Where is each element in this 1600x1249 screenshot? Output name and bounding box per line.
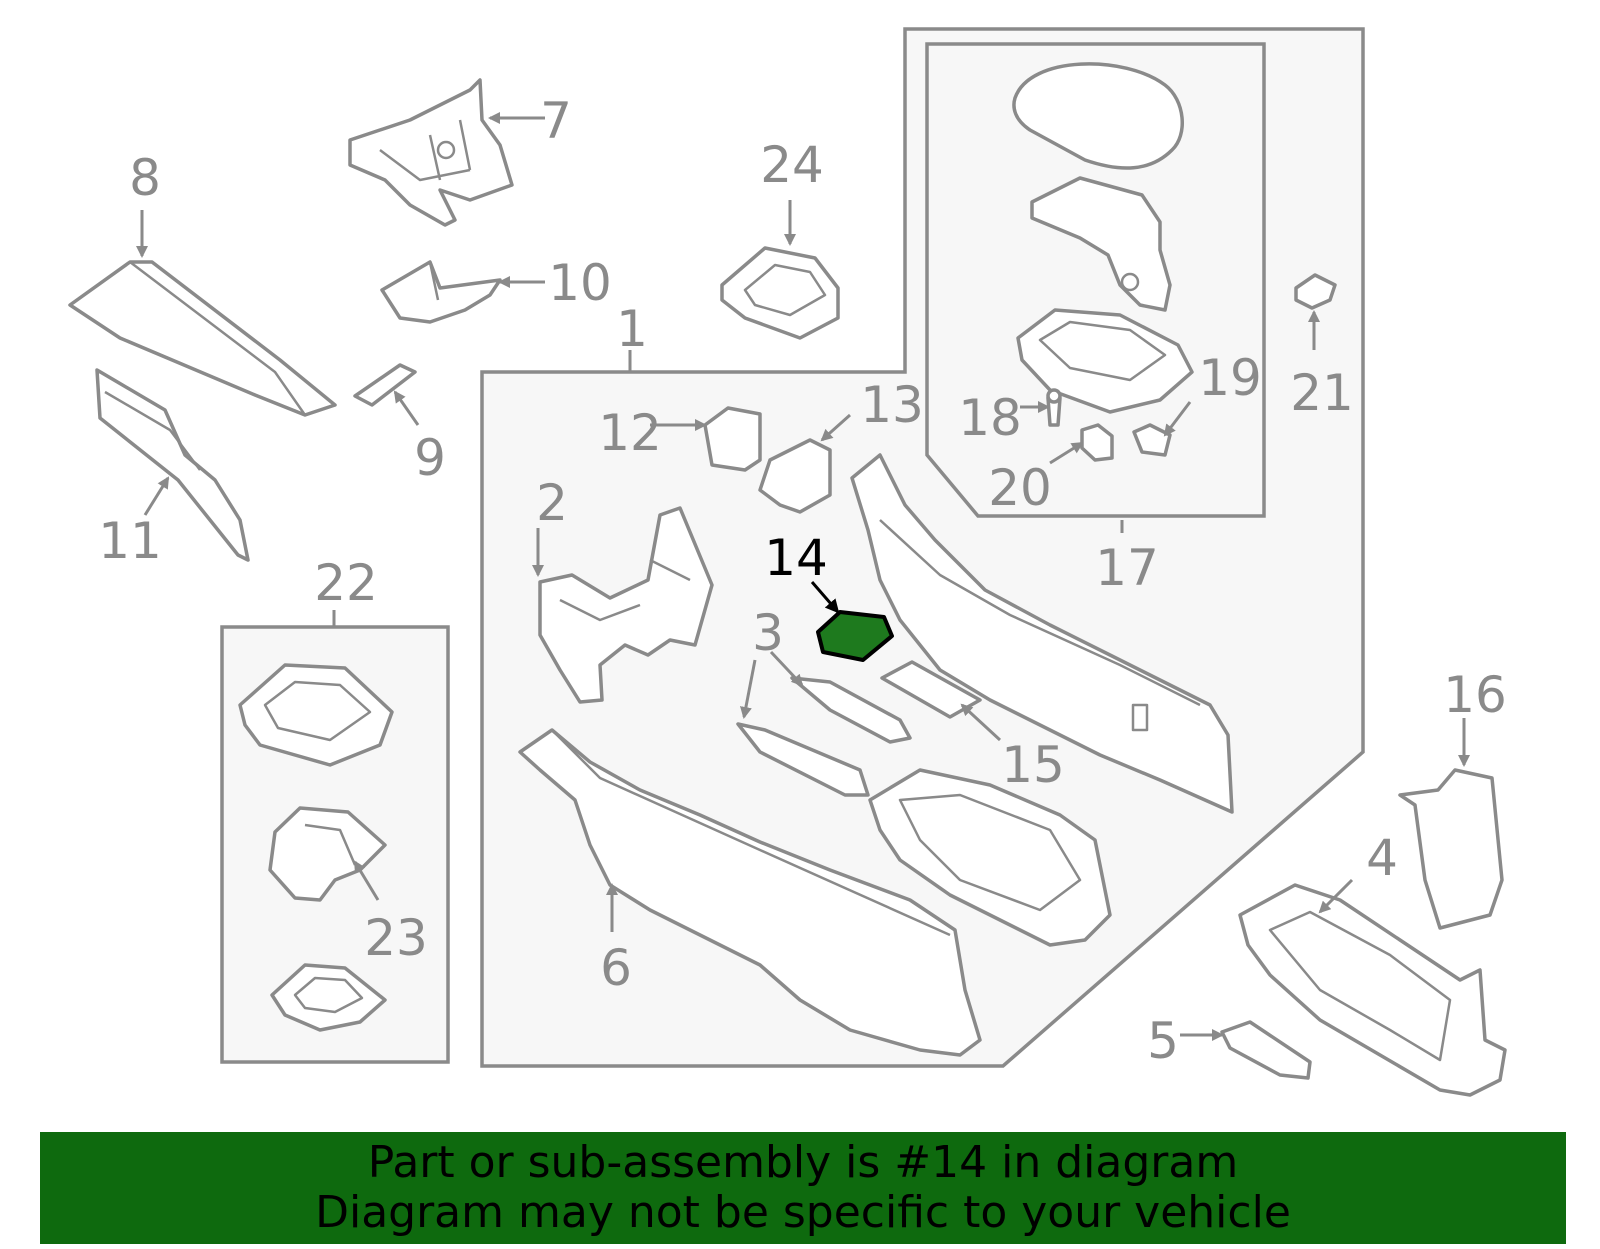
callout-10: 10 xyxy=(548,254,612,312)
part-21-clip xyxy=(1294,273,1337,310)
callout-8: 8 xyxy=(129,149,161,207)
part-2-bracket xyxy=(538,506,714,704)
callout-1: 1 xyxy=(616,300,648,358)
part-17-armrest-lid xyxy=(1012,62,1184,170)
callout-3: 3 xyxy=(752,604,784,662)
part-16-cover xyxy=(1398,768,1504,930)
part-9-pad xyxy=(353,363,417,407)
callout-19: 19 xyxy=(1198,349,1262,407)
callout-16: 16 xyxy=(1443,666,1507,724)
part-23-boot xyxy=(268,806,387,902)
callout-14: 14 xyxy=(764,529,828,587)
part-24-bezel xyxy=(720,246,840,340)
part-8-trim xyxy=(68,260,337,417)
callout-6: 6 xyxy=(600,939,632,997)
part-7-bracket xyxy=(348,78,514,227)
callout-17: 17 xyxy=(1095,539,1159,597)
callout-20: 20 xyxy=(988,459,1052,517)
part-4-frame xyxy=(1238,883,1507,1097)
part-6-console xyxy=(518,728,982,1057)
part-14-pad[interactable] xyxy=(816,610,894,662)
callout-12: 12 xyxy=(598,404,662,462)
part-22-lower-trim xyxy=(270,963,387,1032)
callout-23: 23 xyxy=(364,909,428,967)
callout-18: 18 xyxy=(958,389,1022,447)
part-5-bracket xyxy=(1220,1020,1312,1080)
callout-11: 11 xyxy=(98,512,162,570)
callout-15: 15 xyxy=(1001,736,1065,794)
console-side-panel xyxy=(850,453,1234,814)
banner-line-2: Diagram may not be specific to your vehi… xyxy=(315,1187,1291,1238)
assembly-17-box xyxy=(925,42,1266,518)
callout-labels: 1 2 3 4 5 6 7 8 9 10 11 12 13 14 15 16 1… xyxy=(98,92,1507,1070)
callout-7: 7 xyxy=(540,92,572,150)
part-11-side-trim xyxy=(95,368,250,562)
callout-22: 22 xyxy=(314,554,378,612)
part-12-block xyxy=(703,406,762,472)
part-22-bezel xyxy=(238,663,394,767)
part-13-bracket xyxy=(758,438,832,514)
part-19-clip xyxy=(1132,423,1172,457)
callout-9: 9 xyxy=(414,429,446,487)
callout-2: 2 xyxy=(536,474,568,532)
callout-24: 24 xyxy=(760,136,824,194)
callout-21: 21 xyxy=(1290,364,1354,422)
callout-4: 4 xyxy=(1366,829,1398,887)
part-15-pad xyxy=(880,660,982,719)
callout-5: 5 xyxy=(1147,1012,1179,1070)
part-3-rails xyxy=(736,676,912,797)
part-10-panel xyxy=(380,260,502,324)
leader-lines xyxy=(136,112,1470,1041)
parts-diagram: 1 2 3 4 5 6 7 8 9 10 11 12 13 14 15 16 1… xyxy=(68,27,1507,1097)
callout-13: 13 xyxy=(860,376,924,434)
banner-line-1: Part or sub-assembly is #14 in diagram xyxy=(367,1137,1239,1188)
part-17-base-tray xyxy=(1016,308,1194,414)
part-18-bolt xyxy=(1046,388,1062,427)
console-rear-bin xyxy=(868,768,1112,947)
part-17-hinge xyxy=(1030,176,1172,312)
diagram-canvas: 1 2 3 4 5 6 7 8 9 10 11 12 13 14 15 16 1… xyxy=(68,27,1507,1097)
info-banner: Part or sub-assembly is #14 in diagram D… xyxy=(40,1132,1566,1244)
